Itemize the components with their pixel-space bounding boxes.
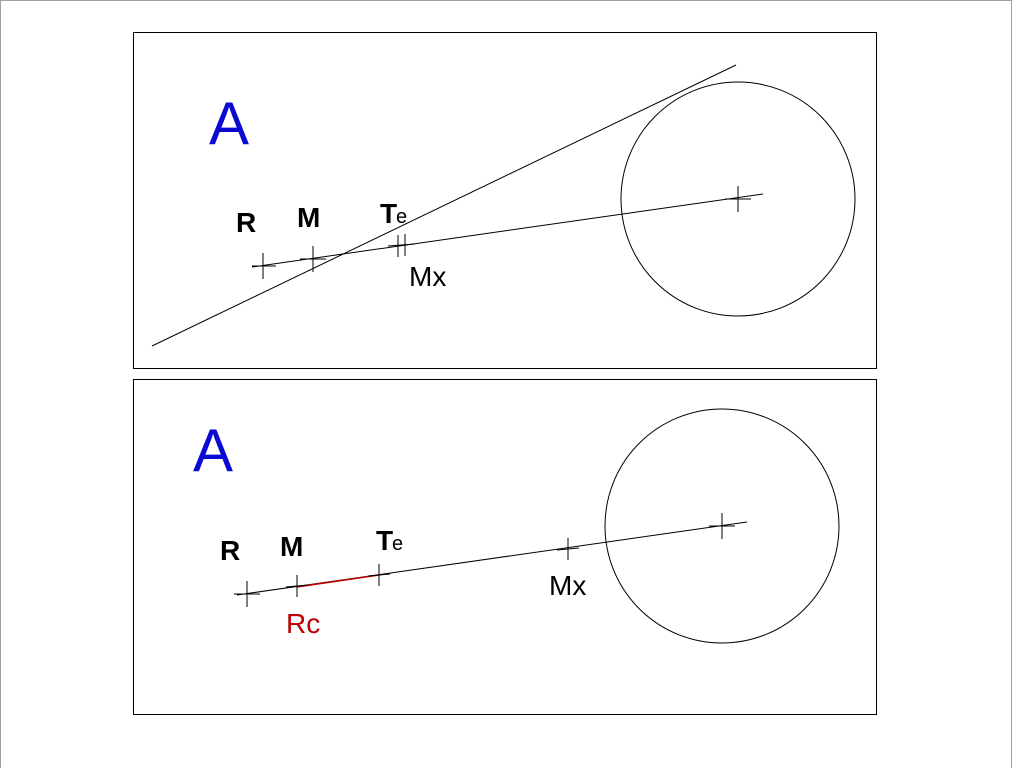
label-R: R — [220, 535, 240, 566]
planet-circle — [604, 408, 840, 644]
label-M: M — [280, 531, 303, 562]
label-Te-sub: e — [392, 533, 403, 555]
diagram-panel-bottom: A R M T e Mx Rc — [133, 379, 877, 715]
label-Te-T: T — [380, 198, 397, 229]
Rc-segment — [296, 574, 380, 588]
diagram-bottom-svg: A R M T e Mx Rc — [193, 408, 840, 644]
panel-letter: A — [209, 90, 249, 157]
label-Mx: Mx — [549, 570, 586, 601]
tangent-line — [151, 64, 737, 347]
label-Te-sub: e — [396, 206, 407, 228]
Te-tick-h — [387, 243, 416, 247]
window-top-border — [0, 0, 1012, 1]
label-Rc: Rc — [286, 608, 320, 639]
panel-letter: A — [193, 417, 233, 484]
label-Te-T: T — [376, 525, 393, 556]
label-M: M — [297, 202, 320, 233]
diagram-panel-top: A R M T e Mx — [133, 32, 877, 369]
diagram-top-svg: A R M T e Mx — [151, 64, 856, 347]
planet-circle — [620, 81, 856, 317]
axis-line — [251, 193, 764, 268]
label-Mx: Mx — [409, 261, 446, 292]
window-left-border — [0, 0, 1, 768]
M-tick-h — [285, 584, 309, 588]
Mx-tick-h — [556, 547, 580, 551]
label-R: R — [236, 207, 256, 238]
Te-tick-h — [367, 573, 391, 577]
